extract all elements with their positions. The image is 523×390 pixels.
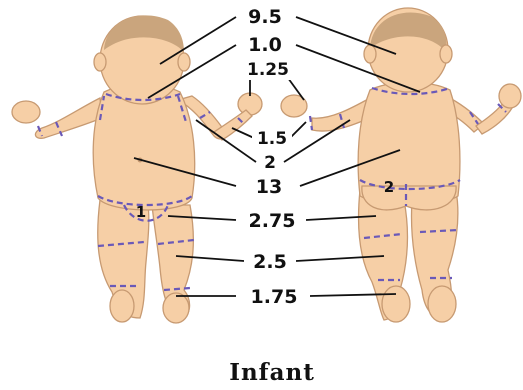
label-buttock: 2	[384, 178, 394, 196]
leader-forearm-back	[290, 122, 306, 138]
back-left-ear	[364, 45, 376, 63]
front-right-hand	[238, 93, 262, 115]
front-left-hand	[12, 101, 40, 123]
label-upper-arm: 2	[264, 153, 276, 173]
caption-infant: Infant	[229, 359, 315, 386]
back-left-foot	[382, 286, 410, 322]
label-hand: 1.25	[247, 60, 289, 80]
label-thigh: 2.75	[249, 210, 296, 232]
front-right-ear	[178, 53, 190, 71]
front-left-ear	[94, 53, 106, 71]
back-right-hand	[499, 84, 521, 108]
front-right-foot	[163, 293, 189, 323]
label-genital: 1	[136, 203, 146, 221]
label-forearm: 1.5	[257, 129, 287, 149]
infant-back-figure	[281, 8, 521, 322]
front-left-arm	[35, 98, 102, 138]
leader-forearm-front	[232, 128, 254, 138]
infant-front-figure	[12, 15, 262, 323]
front-left-foot	[110, 290, 134, 322]
back-right-ear	[440, 45, 452, 63]
label-foot: 1.75	[251, 286, 298, 308]
label-leg: 2.5	[253, 251, 287, 273]
label-trunk: 13	[256, 176, 282, 198]
label-neck: 1.0	[248, 34, 282, 56]
back-right-foot	[428, 286, 456, 322]
label-head: 9.5	[248, 6, 282, 28]
